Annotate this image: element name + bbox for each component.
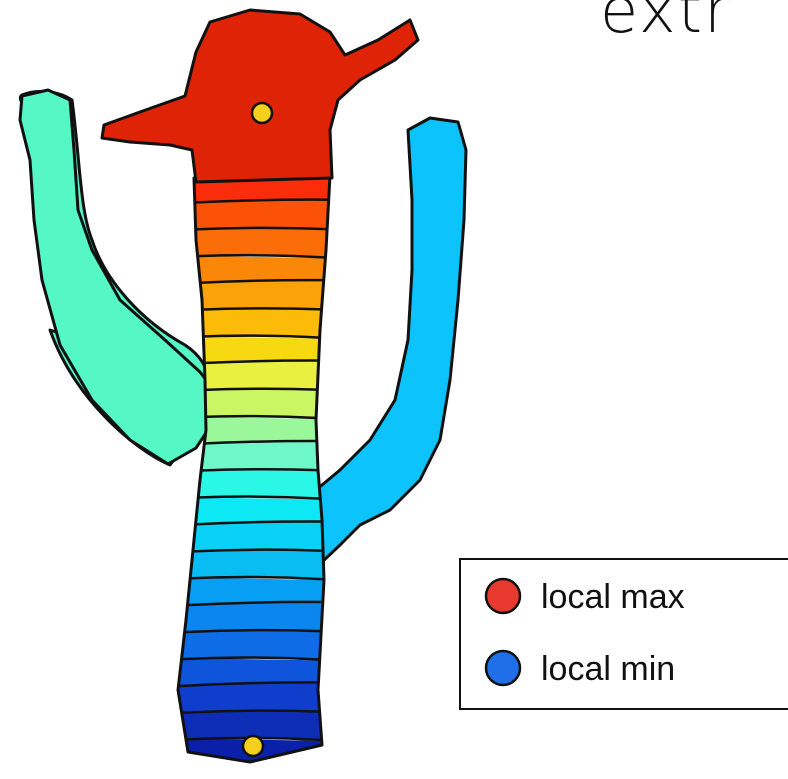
title: extr — [600, 0, 732, 47]
local-min-marker — [243, 736, 263, 756]
head-region — [102, 10, 418, 182]
trunk-band — [170, 550, 340, 578]
legend-max-label: local max — [541, 578, 685, 616]
trunk-band — [170, 683, 340, 713]
legend: local max local min — [460, 559, 788, 709]
trunk-band — [170, 309, 340, 337]
legend-min-label: local min — [541, 650, 675, 688]
trunk-band — [170, 631, 340, 659]
local-max-marker — [252, 103, 272, 123]
legend-max-swatch — [486, 579, 520, 613]
right-arm-shape — [316, 118, 466, 562]
trunk-bands — [170, 175, 340, 766]
trunk-band — [170, 602, 340, 632]
trunk-band — [170, 470, 340, 498]
legend-min-swatch — [486, 651, 520, 685]
trunk-band — [170, 280, 340, 310]
